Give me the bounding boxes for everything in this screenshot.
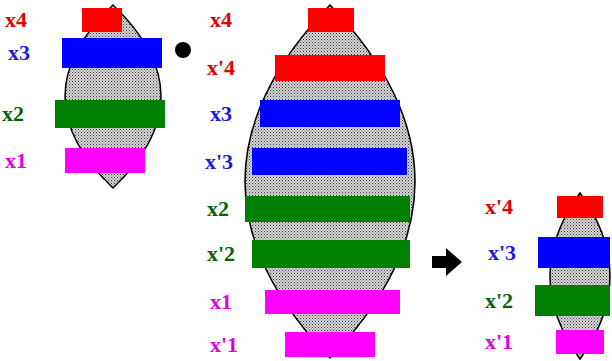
variable-label: x4	[5, 9, 27, 31]
color-band: x3	[62, 38, 162, 68]
variable-label: x2	[207, 198, 229, 220]
variable-label: x'4	[485, 196, 513, 218]
color-band: x'1	[556, 330, 604, 354]
variable-label: x'3	[205, 151, 233, 173]
variable-label: x'4	[207, 57, 235, 79]
product-dot	[175, 42, 191, 58]
spindle-outline	[65, 5, 161, 188]
color-band: x3	[260, 100, 400, 127]
color-band: x'3	[252, 148, 407, 175]
color-band: x2	[55, 100, 165, 128]
variable-label: x3	[210, 103, 232, 125]
variable-label: x'3	[488, 242, 516, 264]
variable-label: x4	[210, 9, 232, 31]
color-band: x'3	[538, 237, 610, 268]
variable-label: x'1	[485, 331, 513, 353]
spindle-outline	[245, 5, 415, 358]
color-band: x'4	[557, 196, 603, 218]
color-band: x'2	[535, 285, 610, 316]
color-band: x4	[82, 8, 122, 32]
variable-label: x1	[210, 291, 232, 313]
variable-label: x'2	[207, 243, 235, 265]
variable-label: x3	[8, 42, 30, 64]
color-band: x'4	[275, 55, 385, 81]
color-band: x1	[265, 290, 400, 314]
color-band: x2	[245, 196, 410, 222]
result-arrow	[432, 248, 462, 276]
variable-label: x'2	[485, 290, 513, 312]
color-band: x1	[65, 148, 145, 173]
color-band: x'1	[285, 332, 375, 357]
variable-label: x2	[2, 103, 24, 125]
variable-label: x1	[5, 150, 27, 172]
color-band: x4	[308, 8, 354, 32]
color-band: x'2	[252, 240, 410, 268]
spindle-outline	[550, 193, 610, 359]
variable-label: x'1	[210, 334, 238, 356]
